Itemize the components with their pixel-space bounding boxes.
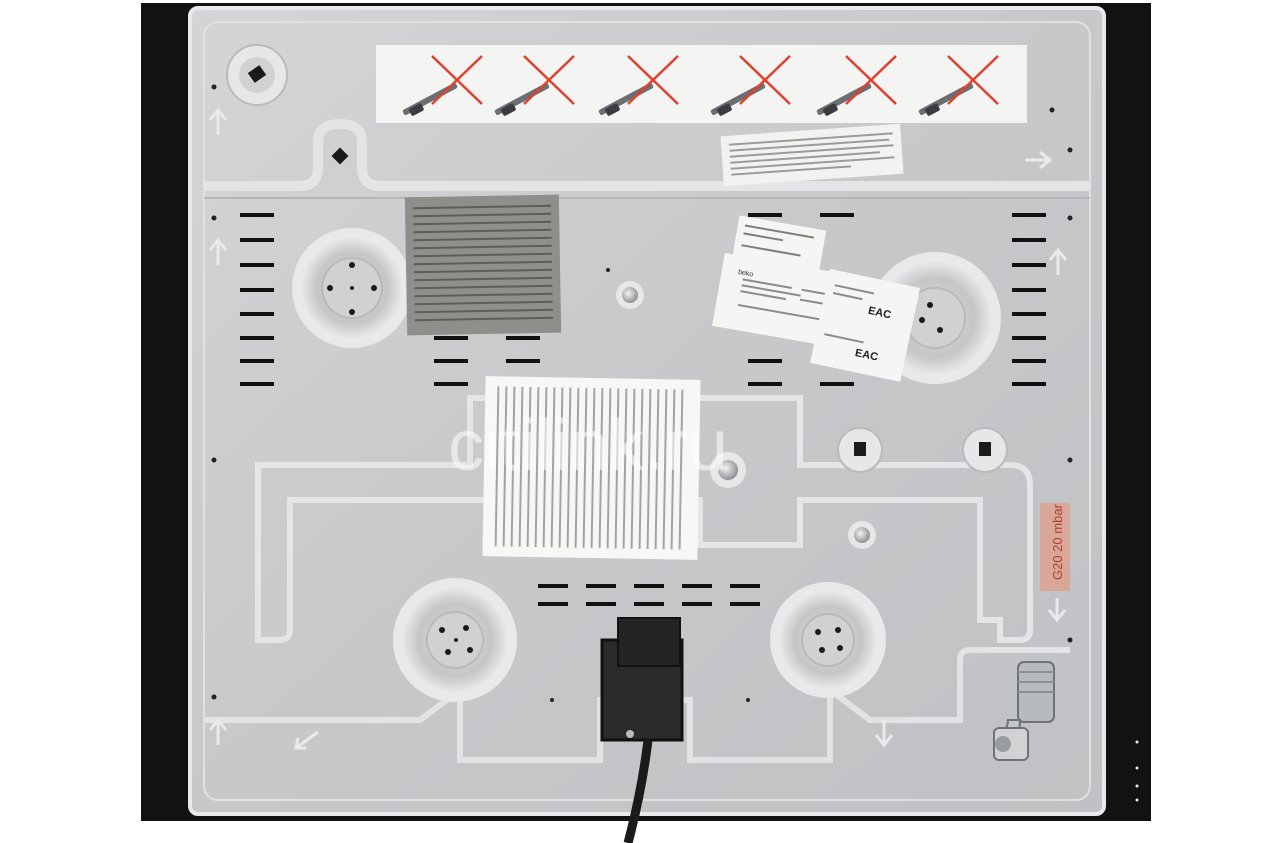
warning-icon-2: [494, 55, 575, 116]
top-rib: [204, 118, 1090, 191]
vent-left: [240, 213, 274, 386]
recess-outline: [255, 395, 1033, 643]
bracket-holes: [226, 44, 1008, 473]
power-cable: [600, 617, 684, 843]
grey-foil-label: [404, 194, 562, 336]
vent-center-right: [748, 213, 854, 386]
info-sticker-top: [720, 123, 904, 187]
warning-icon-3: [598, 55, 679, 116]
vent-slots: [240, 213, 1046, 606]
embossed-arrows: [208, 107, 1068, 750]
warning-label: [376, 45, 1027, 123]
vent-right: [1012, 213, 1046, 386]
gas-inlet-fitting: [993, 661, 1055, 761]
vent-center-left: [434, 336, 540, 386]
gas-type-text: G20 20 mbar: [1050, 503, 1065, 580]
vent-bottom: [538, 584, 760, 606]
bottom-channel: [204, 647, 1070, 763]
warning-icon-5: [816, 55, 897, 116]
gas-type-label: G20 20 mbar: [1040, 503, 1070, 591]
rating-plate: beko EAC EAC: [712, 215, 921, 382]
eac-mark-icon-2: EAC: [854, 347, 879, 364]
warning-icon-4: [710, 55, 791, 116]
burner-top-left: [292, 228, 412, 348]
burner-bottom-left: [393, 578, 517, 702]
instruction-sheet: [482, 376, 701, 560]
warning-icon-1: [402, 55, 483, 116]
warning-icons: [402, 55, 999, 116]
glass-edge-dots: [1135, 740, 1139, 802]
rating-brand: beko: [737, 269, 753, 279]
mounting-dots: [211, 84, 1073, 702]
watermark: citilink.ru: [448, 406, 728, 486]
screws: [616, 281, 876, 549]
eac-mark-icon: EAC: [867, 305, 892, 322]
burner-bottom-right: [770, 582, 886, 698]
warning-icon-6: [918, 55, 999, 116]
